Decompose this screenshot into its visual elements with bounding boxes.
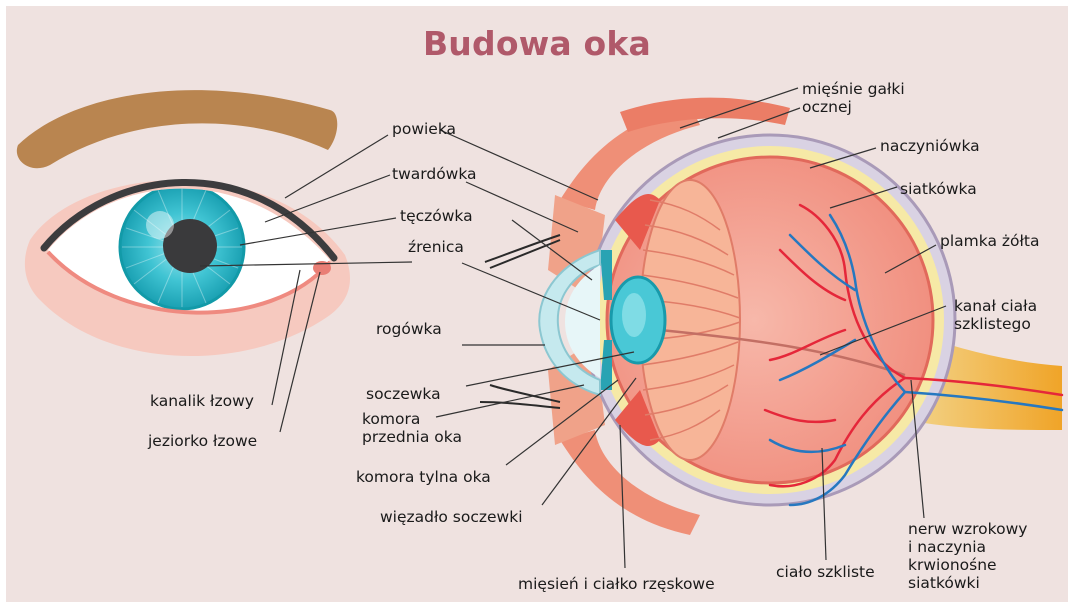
label-retina: siatkówka: [900, 180, 977, 198]
label-vitreous-body: ciało szkliste: [776, 563, 875, 581]
label-lacrimal-lake: jeziorko łzowe: [148, 432, 257, 450]
eyebrow: [17, 90, 337, 168]
diagram-title: Budowa oka: [0, 24, 1074, 63]
label-macula: plamka żółta: [940, 232, 1039, 250]
label-anterior-chamber: komora przednia oka: [362, 410, 462, 446]
label-sclera: twardówka: [392, 165, 477, 183]
label-eye-muscles: mięśnie gałki ocznej: [802, 80, 905, 116]
label-cornea: rogówka: [376, 320, 442, 338]
label-hyaloid-canal: kanał ciała szklistego: [954, 297, 1037, 333]
iris-highlight: [146, 211, 174, 239]
label-posterior-chamber: komora tylna oka: [356, 468, 491, 486]
label-pupil: źrenica: [408, 238, 464, 256]
label-zonule: więzadło soczewki: [380, 508, 523, 526]
label-eyelid: powieka: [392, 120, 456, 138]
label-ciliary-muscle: mięsień i ciałko rzęskowe: [518, 575, 715, 593]
external-eye: [17, 90, 350, 356]
label-optic-nerve: nerw wzrokowy i naczynia krwionośne siat…: [908, 520, 1027, 592]
label-lens: soczewka: [366, 385, 441, 403]
label-choroid: naczyniówka: [880, 137, 980, 155]
label-lacrimal-canal: kanalik łzowy: [150, 392, 254, 410]
label-iris: tęczówka: [400, 207, 473, 225]
